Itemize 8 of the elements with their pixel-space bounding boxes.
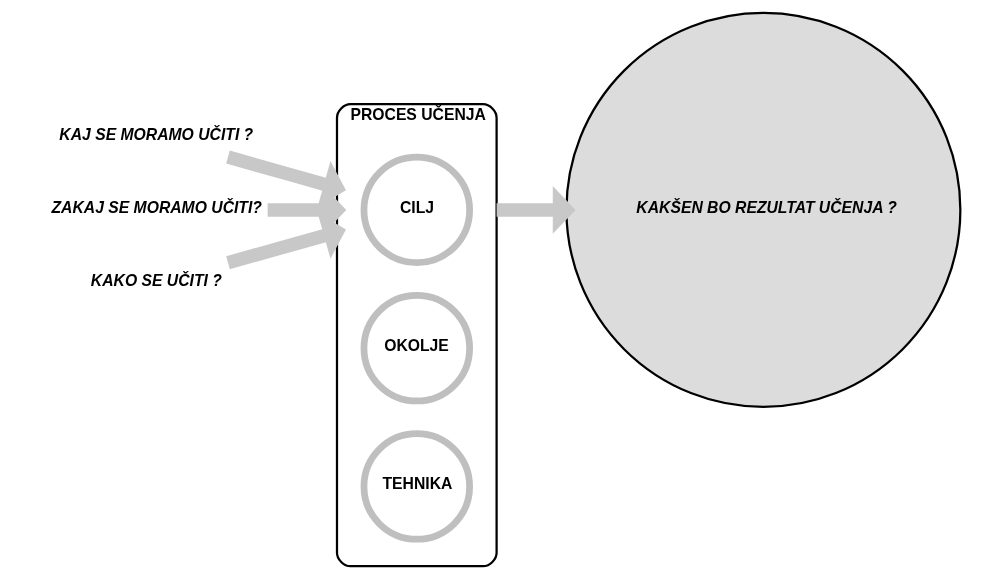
node-text: ZAKAJ SE MORAMO UČITI?	[50, 198, 262, 216]
node-circle: OKOLJE	[360, 291, 473, 405]
arrow	[496, 185, 576, 234]
node-text: KAJ SE MORAMO UČITI ?	[58, 125, 253, 143]
node-text: KAKO SE UČITI ?	[90, 272, 222, 289]
node-circle: CILJ	[360, 153, 473, 267]
node-circle: TEHNIKA	[360, 430, 473, 543]
node-circle: KAKŠEN BO REZULTAT UČENJA ?	[564, 11, 961, 408]
